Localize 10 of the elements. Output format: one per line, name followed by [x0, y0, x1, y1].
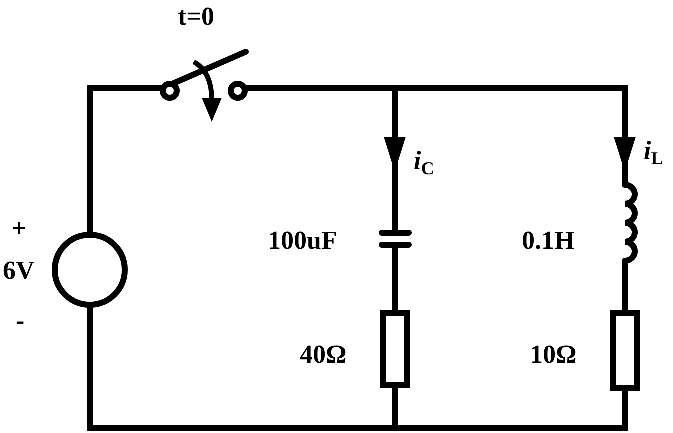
voltage-label: 6V — [3, 258, 35, 284]
polarity-sign: + — [12, 216, 27, 242]
current-label: i$_{C}$ — [414, 148, 434, 178]
resistance-label: 40Ω — [300, 342, 347, 368]
polarity-sign: - — [16, 308, 25, 334]
switch-time-label: t=0 — [178, 4, 214, 30]
inductance-label: 0.1H — [522, 228, 575, 254]
capacitance-label: 100uF — [268, 228, 338, 254]
current-label: i$_{L}$ — [644, 138, 664, 168]
resistance-label: 10Ω — [530, 342, 577, 368]
